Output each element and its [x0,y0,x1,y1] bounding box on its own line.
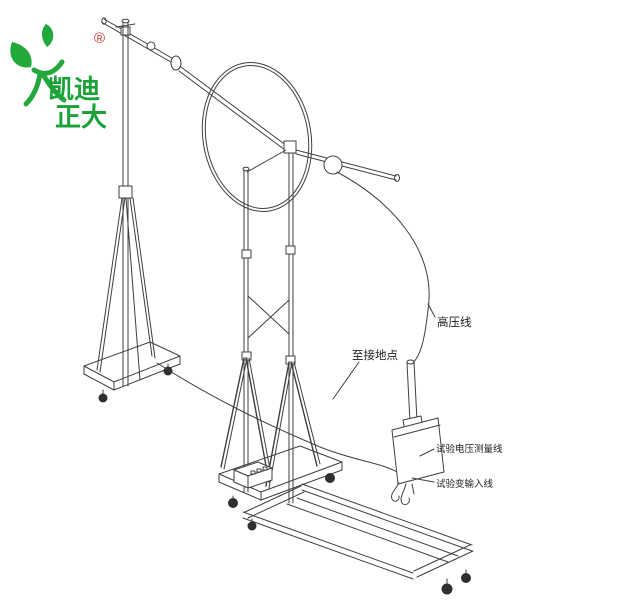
corona-ring [201,62,313,212]
caster-wheel [228,498,238,508]
center-stand [218,149,343,508]
rod-coupler-knob [146,41,156,51]
label-high-voltage-line: 高压线 [437,315,472,329]
leader-lines [332,303,436,483]
logo-leg-right [41,73,67,103]
base-rail-platform [242,483,474,595]
hv-probe-box [391,359,445,506]
leader-high-voltage [427,303,436,318]
left-pole-clamp [120,26,131,36]
caster-wheel [247,521,257,531]
rod-coupler [170,55,182,71]
output-wire [391,482,400,502]
caster-wheel [441,583,453,595]
label-test-transformer-input-line: 试验变输入线 [436,478,494,490]
rod-clamp [283,140,297,154]
brand-logo: ® 凯迪 正大 [10,24,107,132]
logo-leaf-head [41,24,54,47]
ground-cable [156,362,398,473]
left-tripod-stand [83,18,181,403]
cables [156,171,430,473]
caster-wheel [461,573,471,583]
logo-arm-swoosh [31,59,65,76]
output-wire [400,483,410,506]
logo-leaf-left [10,42,32,68]
control-button [256,468,262,473]
caster-wheel [325,473,335,483]
registered-trademark-symbol: ® [94,30,105,47]
control-button [250,470,256,475]
support-rod [101,17,400,182]
brand-name-line1: 凯迪 [48,75,100,104]
leader-ground-point [332,361,360,400]
caster-wheel [98,393,108,403]
leader-voltage-measure [419,448,435,457]
brand-name-line2: 正大 [55,103,107,132]
control-button [262,466,268,471]
logo-leg-left [23,71,43,107]
leader-transformer-input [411,477,435,483]
ball-electrode [323,155,343,175]
high-voltage-cable [336,171,430,364]
label-test-voltage-measurement-line: 试验电压测量线 [436,443,503,455]
label-to-ground-point: 至接地点 [352,349,398,362]
